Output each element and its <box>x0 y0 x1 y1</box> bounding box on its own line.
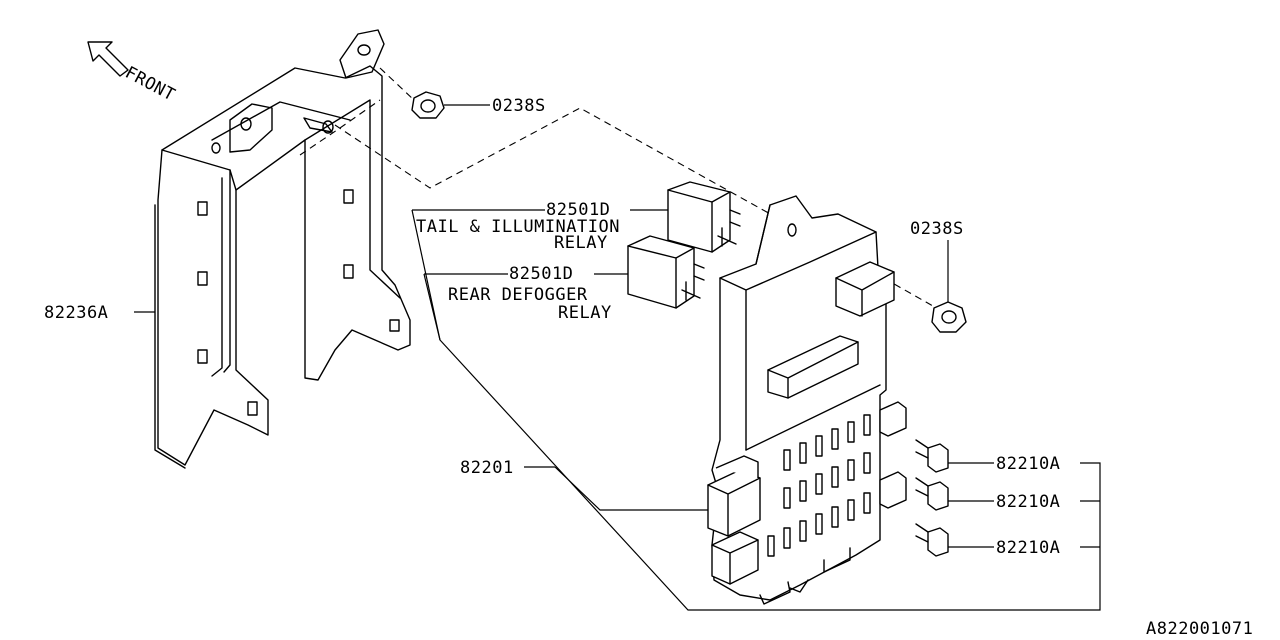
fuse-3 <box>915 523 949 557</box>
label-relay-tail-name-1: TAIL & ILLUMINATION <box>416 217 620 237</box>
label-relay-rear-name-1: REAR DEFOGGER <box>448 285 588 305</box>
nut-right <box>931 301 967 333</box>
label-fuse-box: 82201 <box>460 458 514 478</box>
label-relay-tail-part: 82501D <box>546 200 610 220</box>
relay-rear-defogger <box>627 235 705 309</box>
bracket <box>154 29 411 469</box>
label-relay-rear-name-2: RELAY <box>558 303 612 323</box>
front-label: FRONT <box>122 63 179 106</box>
fuse-slot-grid <box>767 414 871 557</box>
fuse-box <box>707 195 907 605</box>
front-arrow-icon <box>87 41 129 77</box>
fuse-1 <box>915 439 949 473</box>
relay-tail-illumination <box>667 181 741 253</box>
label-nut-top: 0238S <box>492 96 546 116</box>
label-fuse-3: 82210A <box>996 538 1060 558</box>
fuse-2 <box>915 477 949 511</box>
nut-top <box>411 91 445 119</box>
label-fuse-1: 82210A <box>996 454 1060 474</box>
diagram-id: A822001071 <box>1146 619 1253 639</box>
label-nut-right: 0238S <box>910 219 964 239</box>
label-relay-tail-name-2: RELAY <box>554 233 608 253</box>
label-fuse-2: 82210A <box>996 492 1060 512</box>
label-relay-rear-part: 82501D <box>509 264 573 284</box>
label-bracket: 82236A <box>44 303 108 323</box>
